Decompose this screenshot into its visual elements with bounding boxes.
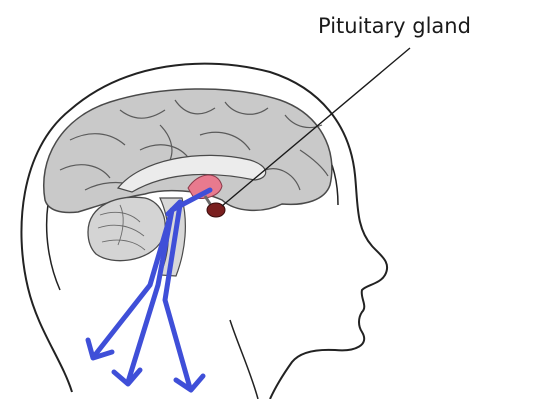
- neck-line: [230, 320, 258, 399]
- pituitary-label: Pituitary gland: [318, 14, 471, 38]
- cerebellum: [88, 197, 165, 260]
